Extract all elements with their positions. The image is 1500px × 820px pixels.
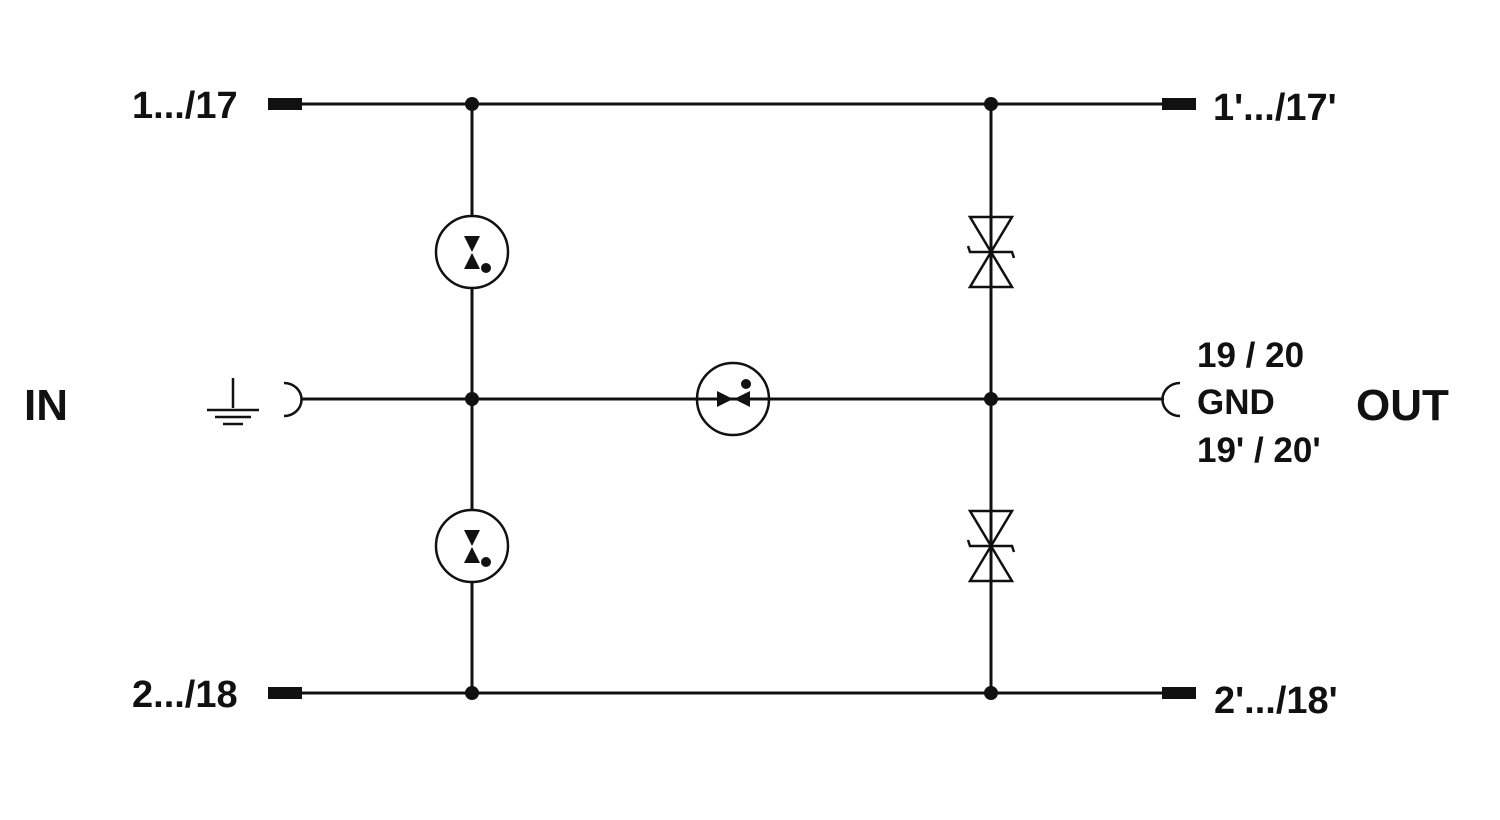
shield-connector-out-icon bbox=[1161, 381, 1181, 418]
gnd-label-line3: 19' / 20' bbox=[1197, 431, 1321, 470]
shield-connector-in-icon bbox=[283, 381, 303, 418]
terminal-label-top-in: 1.../17 bbox=[132, 85, 238, 127]
gas-discharge-tube-center-icon bbox=[695, 361, 771, 437]
gas-discharge-tube-lower-icon bbox=[434, 508, 510, 584]
gas-discharge-tube-upper-icon bbox=[434, 214, 510, 290]
terminal-label-top-out: 1'.../17' bbox=[1213, 87, 1337, 129]
gnd-label-line1: 19 / 20 bbox=[1197, 336, 1304, 375]
gnd-label-line2: GND bbox=[1197, 383, 1275, 422]
terminal-bottom-out bbox=[1162, 687, 1196, 699]
terminal-bottom-in bbox=[268, 687, 302, 699]
terminal-top-out bbox=[1162, 98, 1196, 110]
out-label: OUT bbox=[1356, 381, 1449, 430]
junction-dot bbox=[465, 392, 479, 406]
tvs-diode-lower-icon bbox=[966, 509, 1016, 583]
terminal-label-bottom-out: 2'.../18' bbox=[1214, 680, 1338, 722]
in-label: IN bbox=[24, 381, 68, 430]
terminal-label-bottom-in: 2.../18 bbox=[132, 674, 238, 716]
junction-dot bbox=[465, 97, 479, 111]
junction-dot bbox=[984, 392, 998, 406]
junction-dot bbox=[465, 686, 479, 700]
tvs-diode-upper-icon bbox=[966, 215, 1016, 289]
junction-dot bbox=[984, 97, 998, 111]
terminal-top-in bbox=[268, 98, 302, 110]
ground-icon bbox=[207, 378, 259, 426]
junction-dot bbox=[984, 686, 998, 700]
